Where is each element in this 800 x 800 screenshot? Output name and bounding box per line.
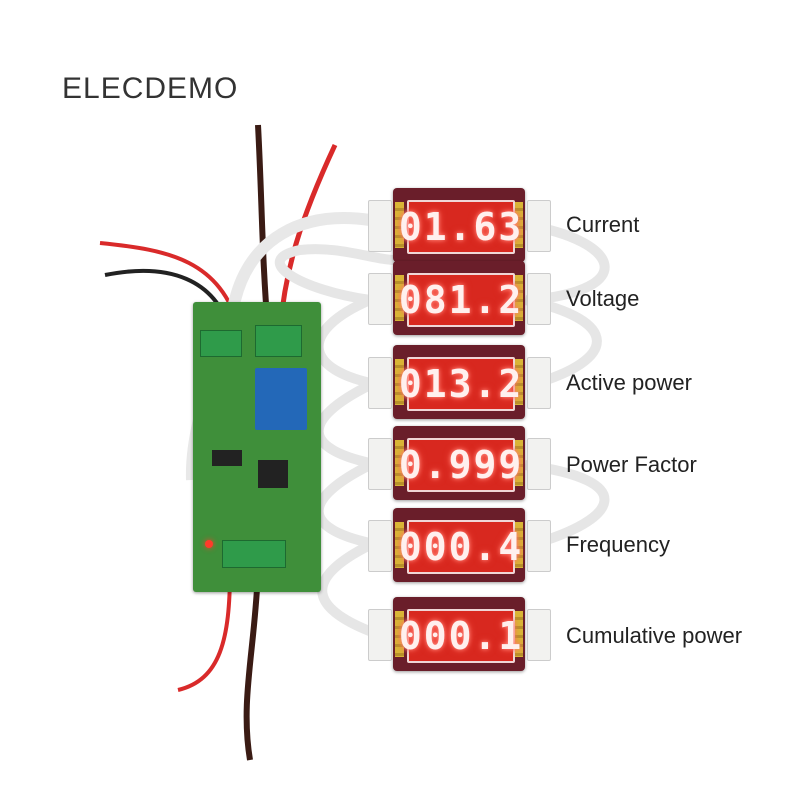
cable-connector: [527, 273, 551, 325]
cable-connector: [527, 520, 551, 572]
display-reading: 000.4: [398, 525, 524, 569]
header-pins: [514, 359, 523, 405]
brand-logo: ELECDEMO: [62, 72, 239, 105]
terminal-block: [222, 540, 286, 568]
cable-connector: [527, 609, 551, 661]
display-label: Active power: [566, 370, 692, 395]
display-label: Power Factor: [566, 452, 697, 477]
led-indicator: [205, 540, 213, 548]
display-reading: 01.63: [398, 205, 524, 249]
display-module: 0.999: [393, 426, 525, 500]
seven-segment-display: 081.2: [399, 273, 521, 327]
current-transformer: [255, 368, 307, 430]
display-module: 081.2: [393, 261, 525, 335]
chip: [258, 460, 288, 488]
cable-connector: [368, 200, 392, 252]
display-label: Voltage: [566, 286, 640, 311]
display-label: Current: [566, 212, 640, 237]
cable-connector: [368, 273, 392, 325]
header-pins: [514, 202, 523, 248]
cable-connector: [368, 609, 392, 661]
display-label: Frequency: [566, 532, 670, 557]
header-pins: [395, 611, 404, 657]
display-module: 013.2: [393, 345, 525, 419]
header-pins: [514, 611, 523, 657]
display-module: 000.1: [393, 597, 525, 671]
seven-segment-display: 013.2: [399, 357, 521, 411]
header-pins: [514, 440, 523, 486]
terminal-block: [255, 325, 302, 357]
cable-connector: [527, 438, 551, 490]
terminal-block: [200, 330, 242, 357]
seven-segment-display: 0.999: [399, 438, 521, 492]
header-pins: [395, 440, 404, 486]
display-reading: 013.2: [398, 362, 524, 406]
header-pins: [395, 202, 404, 248]
header-pins: [514, 275, 523, 321]
display-label: Cumulative power: [566, 623, 743, 648]
cable-connector: [527, 200, 551, 252]
display-reading: 0.999: [398, 443, 524, 487]
display-module: 01.63: [393, 188, 525, 262]
header-pins: [395, 522, 404, 568]
header-pins: [514, 522, 523, 568]
seven-segment-display: 000.4: [399, 520, 521, 574]
seven-segment-display: 000.1: [399, 609, 521, 663]
cable-connector: [368, 438, 392, 490]
header-pins: [395, 359, 404, 405]
chip: [212, 450, 242, 466]
cable-connector: [368, 357, 392, 409]
display-module: 000.4: [393, 508, 525, 582]
header-pins: [395, 275, 404, 321]
seven-segment-display: 01.63: [399, 200, 521, 254]
cable-connector: [368, 520, 392, 572]
display-reading: 081.2: [398, 278, 524, 322]
display-reading: 000.1: [398, 614, 524, 658]
cable-connector: [527, 357, 551, 409]
